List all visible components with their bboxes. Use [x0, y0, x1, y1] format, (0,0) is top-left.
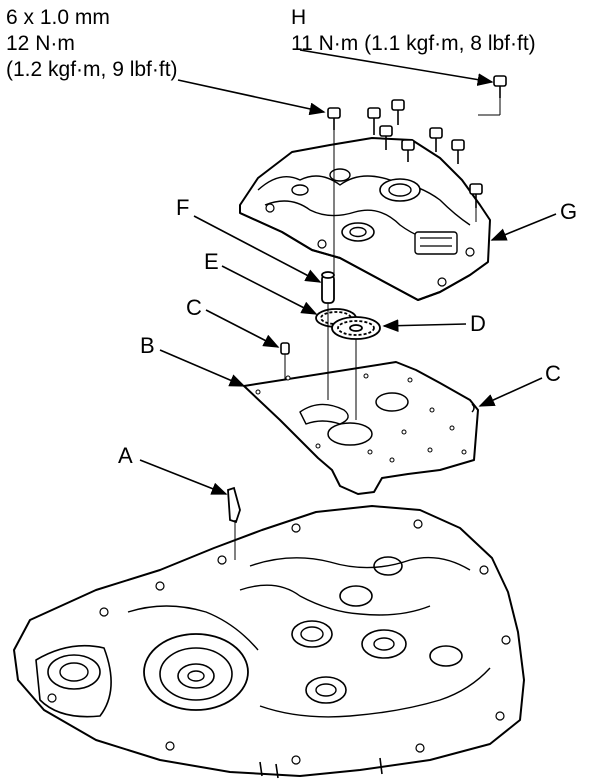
spec-h-torque: 11 N·m (1.1 kgf·m, 8 lbf·ft) — [291, 32, 536, 55]
bolt — [469, 183, 483, 208]
bolt — [401, 139, 415, 162]
callout-e: E — [204, 249, 219, 274]
leader-lines — [139, 49, 557, 495]
leader-c-right — [478, 377, 543, 407]
leader-f — [193, 215, 322, 283]
callout-a: A — [118, 443, 133, 468]
callout-b: B — [140, 333, 155, 358]
spec-h-label: H — [291, 6, 307, 29]
bolt-h — [493, 75, 507, 98]
leader-6mm-bolt — [177, 79, 326, 116]
leader-e — [221, 265, 318, 315]
callout-g: G — [560, 199, 578, 224]
small-pin — [280, 342, 290, 355]
transmission-case — [13, 505, 525, 779]
valve-body — [239, 137, 491, 301]
spec-6mm-size: 6 x 1.0 mm — [6, 6, 110, 29]
spec-6mm-torque-alt: (1.2 kgf·m, 9 lbf·ft) — [6, 58, 178, 81]
clip — [227, 486, 241, 524]
callout-c-right: C — [545, 361, 561, 386]
gears — [315, 308, 381, 340]
bolt — [379, 125, 393, 150]
bolt — [391, 99, 405, 125]
leader-b — [159, 349, 246, 387]
bolt — [429, 127, 443, 152]
valve-body-bolts — [327, 75, 507, 208]
separator-plate — [243, 361, 479, 495]
bolt — [327, 107, 341, 130]
bolt — [451, 139, 465, 164]
alignment-lines — [234, 98, 501, 560]
spec-6mm-torque: 12 N·m — [6, 32, 75, 55]
leader-g — [490, 213, 557, 241]
leader-a — [139, 459, 228, 495]
leader-d — [382, 319, 467, 333]
callout-f: F — [176, 195, 190, 220]
leader-c-left — [205, 309, 280, 348]
bolt — [367, 107, 381, 135]
callout-c-left: C — [186, 295, 202, 320]
leader-h — [299, 49, 494, 86]
dowel-pin — [321, 271, 335, 304]
callout-d: D — [470, 311, 486, 336]
